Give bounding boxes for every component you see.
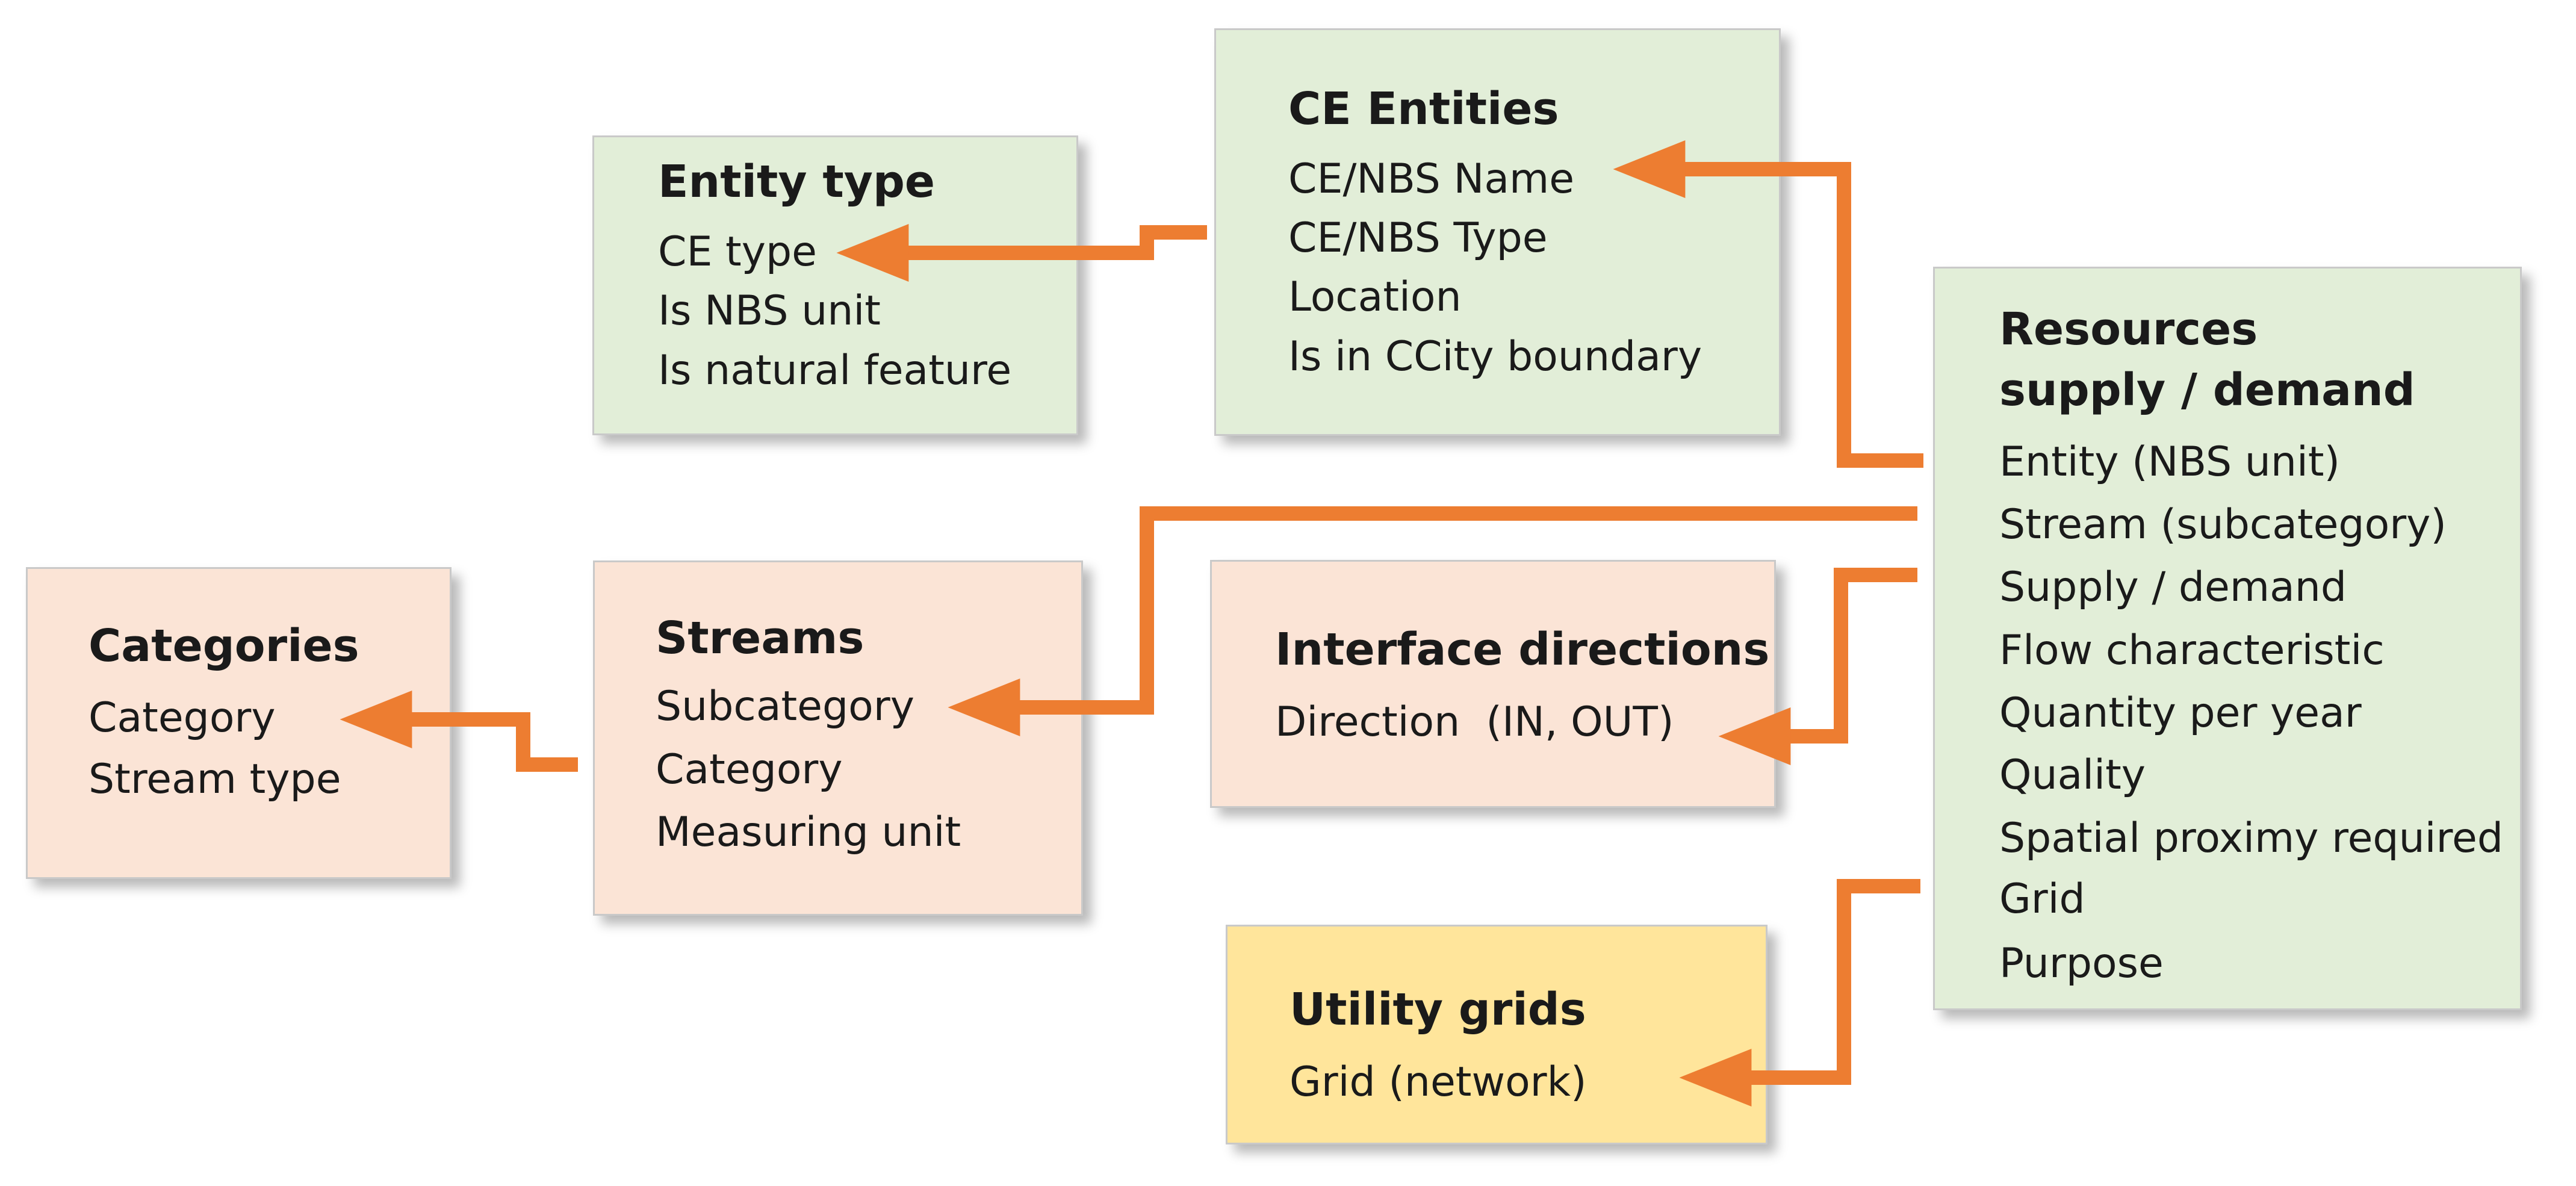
resources-field: Grid [1999,875,2085,923]
entity-type-field: Is natural feature [658,347,1012,394]
interface-directions-box: Interface directions Direction (IN, OUT) [1210,560,1776,808]
categories-field: Category [88,694,276,742]
streams-field: Measuring unit [656,809,961,856]
connector-resources-to-streams [948,506,1917,736]
entity-type-title: Entity type [658,156,936,208]
ce-entities-field: Is in CCity boundary [1288,333,1702,380]
ce-entities-title: CE Entities [1288,83,1559,135]
utility-grids-box: Utility grids Grid (network) [1226,925,1768,1144]
ce-entities-field: Location [1288,273,1462,321]
interface-directions-title: Interface directions [1275,624,1770,675]
connector-resources-to-ce-entities [1613,140,1923,468]
resources-field: Entity (NBS unit) [1999,438,2341,486]
ce-entities-field: CE/NBS Name [1288,155,1575,203]
resources-field: Spatial proximy required [1999,815,2504,862]
interface-directions-field: Direction (IN, OUT) [1275,698,1674,746]
entity-type-field: CE type [658,228,817,276]
streams-title: Streams [656,612,864,664]
resources-title-line1: Resources [1999,303,2258,355]
categories-field: Stream type [88,756,341,803]
resources-field: Supply / demand [1999,564,2347,611]
resources-field: Flow characteristic [1999,627,2385,674]
connector-resources-to-utility-grids [1679,879,1920,1107]
resources-field: Stream (subcategory) [1999,501,2447,548]
streams-box: Streams Subcategory Category Measuring u… [593,560,1083,916]
resources-box: Resources supply / demand Entity (NBS un… [1933,267,2522,1010]
resources-field: Quantity per year [1999,689,2362,737]
ce-entities-field: CE/NBS Type [1288,214,1548,262]
connector-streams-to-categories [340,691,578,772]
resources-field: Purpose [1999,940,2164,987]
entity-type-box: Entity type CE type Is NBS unit Is natur… [592,135,1078,435]
connector-resources-to-interface-directions [1718,568,1917,765]
resources-field: Quality [1999,751,2146,799]
categories-title: Categories [88,620,359,672]
connector-ce-entities-to-entity-type [836,224,1207,282]
streams-field: Subcategory [656,683,914,730]
utility-grids-field: Grid (network) [1290,1058,1587,1106]
utility-grids-title: Utility grids [1290,984,1586,1035]
streams-field: Category [656,746,843,793]
resources-title-line2: supply / demand [1999,364,2415,416]
ce-entities-box: CE Entities CE/NBS Name CE/NBS Type Loca… [1214,28,1781,436]
entity-type-field: Is NBS unit [658,287,881,335]
